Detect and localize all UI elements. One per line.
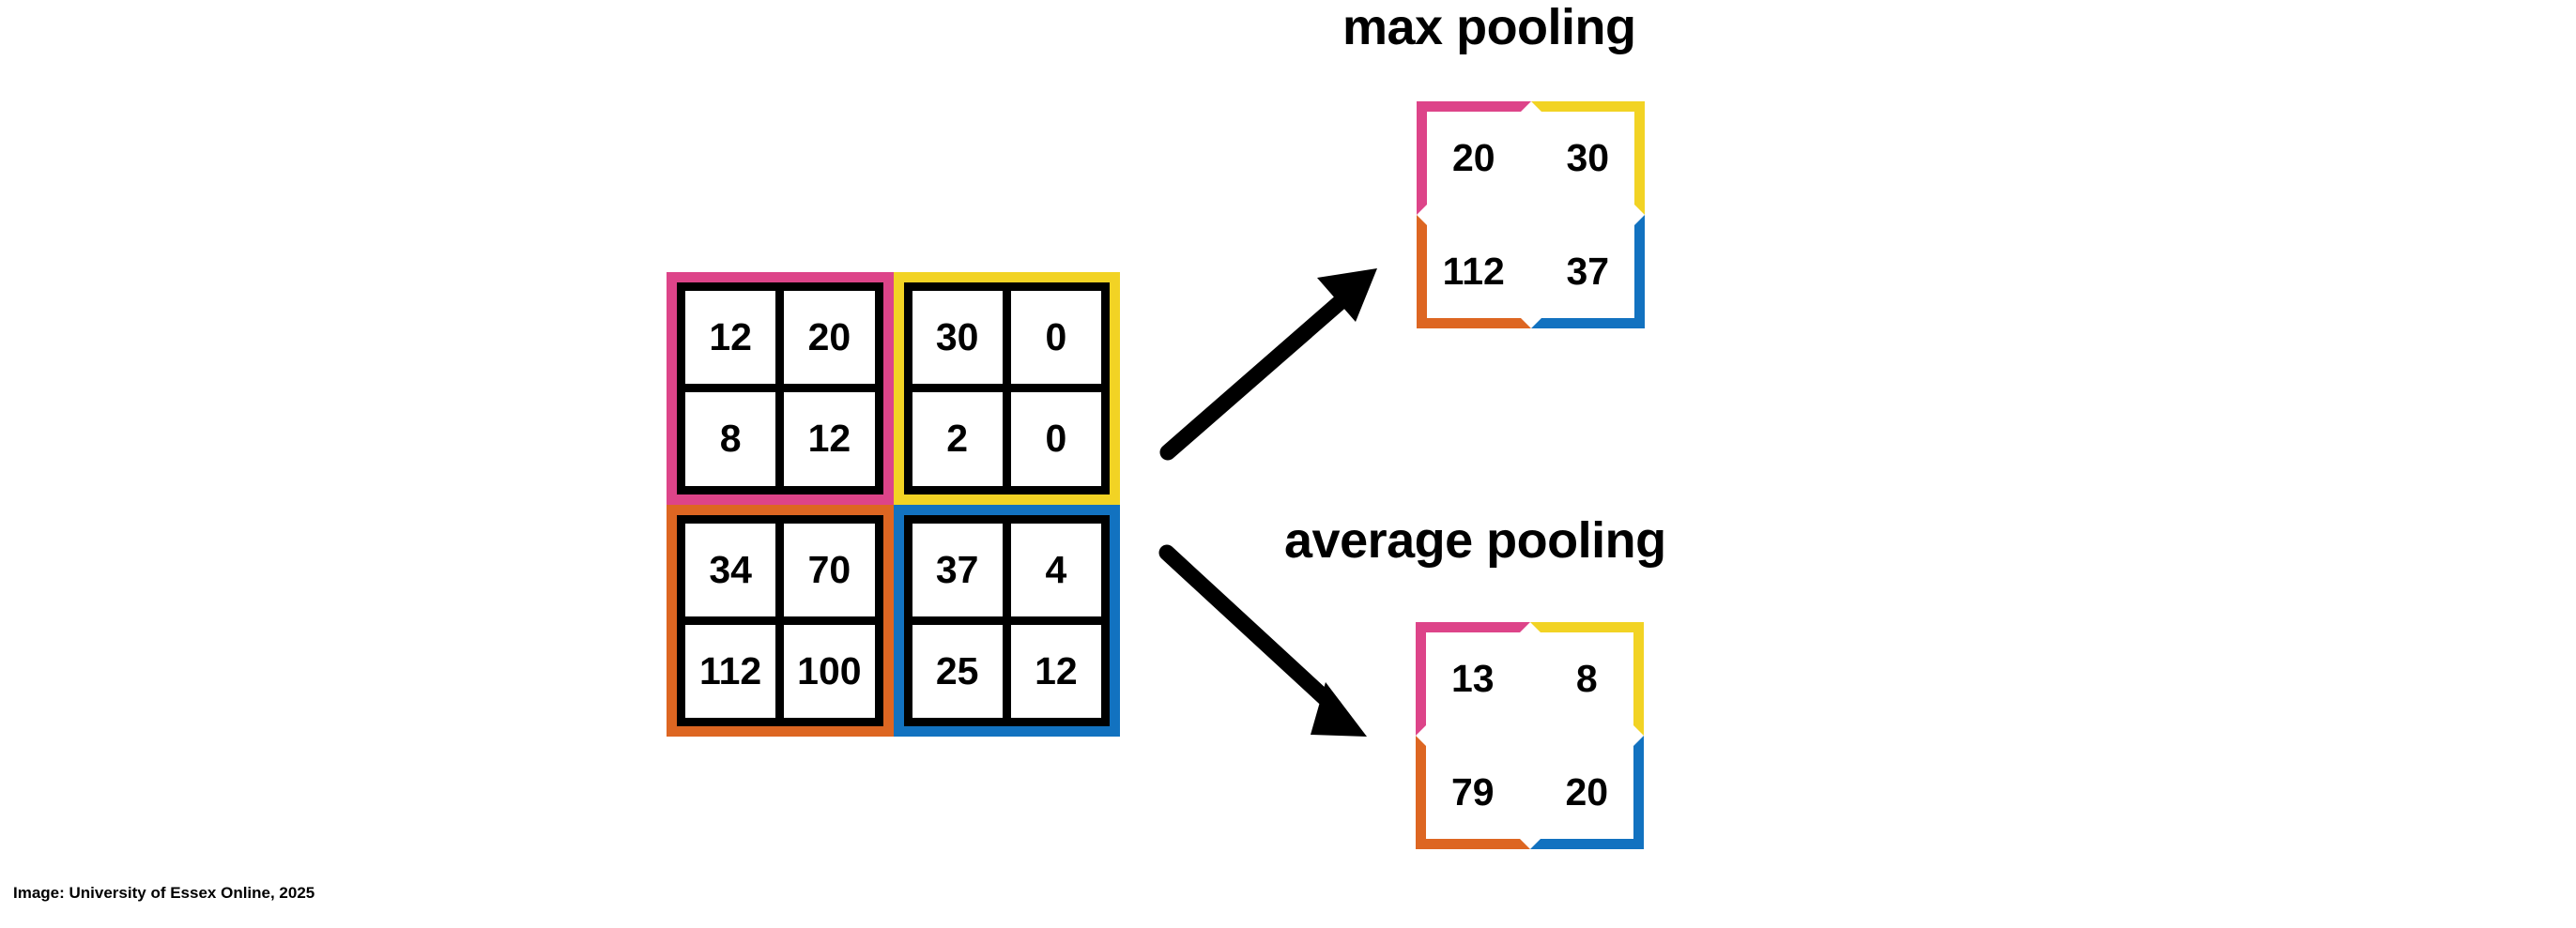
arrow-head bbox=[1311, 682, 1367, 737]
arrow-shaft bbox=[1158, 544, 1342, 715]
input-cell: 4 bbox=[1010, 523, 1101, 616]
input-window-bottom-right: 37 4 25 12 bbox=[893, 504, 1120, 737]
input-cell: 30 bbox=[912, 291, 1003, 385]
max-output-cell: 20 bbox=[1417, 101, 1531, 215]
input-window-top-right: 30 0 2 0 bbox=[893, 272, 1120, 505]
input-feature-map-grid: 12 20 8 12 30 0 2 0 34 70 112 100 37 4 2… bbox=[667, 272, 1120, 737]
input-window-bottom-left: 34 70 112 100 bbox=[667, 504, 894, 737]
input-cell: 8 bbox=[685, 392, 776, 486]
input-cell: 25 bbox=[912, 624, 1003, 718]
input-cell: 112 bbox=[685, 624, 776, 718]
input-cell: 12 bbox=[685, 291, 776, 385]
input-cell: 34 bbox=[685, 523, 776, 616]
average-output-cell: 79 bbox=[1416, 736, 1530, 849]
average-output-cell: 8 bbox=[1529, 622, 1644, 736]
average-pooling-output-grid: 13 8 79 20 bbox=[1416, 622, 1644, 849]
max-pooling-title: max pooling bbox=[1342, 0, 1636, 55]
input-cell: 20 bbox=[784, 291, 875, 385]
input-cell: 70 bbox=[784, 523, 875, 616]
average-output-cell: 20 bbox=[1529, 736, 1644, 849]
arrow-to-average-pooling-icon bbox=[1158, 544, 1367, 737]
input-cell: 12 bbox=[784, 392, 875, 486]
max-output-cell: 30 bbox=[1530, 101, 1645, 215]
max-output-cell: 37 bbox=[1530, 215, 1645, 328]
input-cell: 0 bbox=[1010, 392, 1101, 486]
input-cell: 0 bbox=[1010, 291, 1101, 385]
source-credit: Image: University of Essex Online, 2025 bbox=[13, 884, 315, 902]
arrow-head bbox=[1317, 268, 1377, 322]
input-cell: 100 bbox=[784, 624, 875, 718]
input-cell: 2 bbox=[912, 392, 1003, 486]
max-pooling-output-grid: 20 30 112 37 bbox=[1417, 101, 1645, 328]
arrow-to-max-pooling-icon bbox=[1159, 268, 1377, 461]
arrow-shaft bbox=[1159, 290, 1353, 461]
max-output-cell: 112 bbox=[1417, 215, 1531, 328]
input-cell: 37 bbox=[912, 523, 1003, 616]
average-output-cell: 13 bbox=[1416, 622, 1530, 736]
average-pooling-title: average pooling bbox=[1284, 512, 1666, 569]
input-window-top-left: 12 20 8 12 bbox=[667, 272, 894, 505]
input-cell: 12 bbox=[1010, 624, 1101, 718]
